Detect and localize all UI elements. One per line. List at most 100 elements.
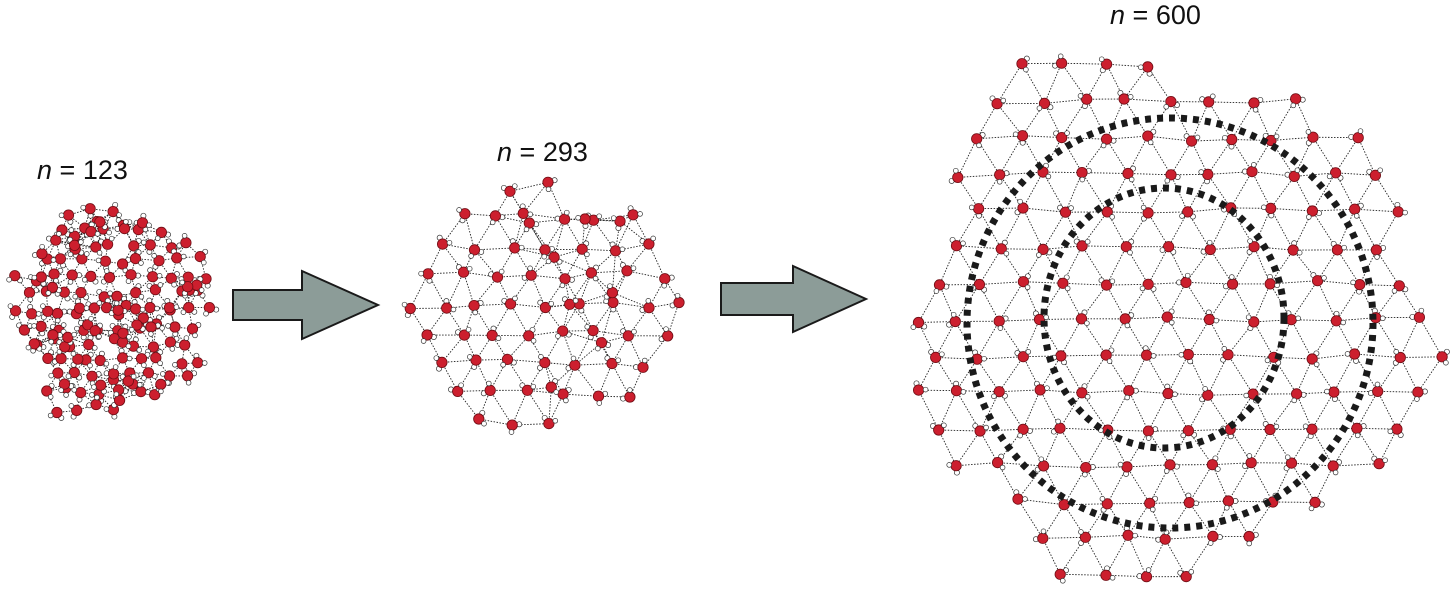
hydrogen-atom <box>1109 575 1116 581</box>
oxygen-atom <box>624 391 636 403</box>
hydrogen-atom <box>1109 278 1116 284</box>
hydrogen-atom <box>603 298 609 304</box>
oxygen-atom <box>107 206 119 218</box>
hydrogen-bond <box>1081 172 1108 213</box>
hydrogen-atom <box>1294 167 1301 173</box>
hydrogen-atom <box>563 397 569 404</box>
hydrogen-bond <box>598 395 630 398</box>
oxygen-atom <box>135 353 148 365</box>
hydrogen-atom <box>1117 461 1124 468</box>
hydrogen-bond <box>1207 139 1233 175</box>
hydrogen-bond <box>1022 207 1044 250</box>
oxygen-atom <box>90 241 102 253</box>
oxygen-atom <box>1393 280 1405 292</box>
arrow-right-icon <box>720 264 869 334</box>
hydrogen-bond <box>1250 429 1271 463</box>
hydrogen-bond <box>1354 175 1376 210</box>
hydrogen-atom <box>541 253 547 260</box>
hydrogen-bond <box>1059 427 1087 468</box>
hydrogen-bond <box>1126 464 1171 468</box>
hydrogen-atom <box>148 331 154 337</box>
n-symbol: n <box>37 155 53 185</box>
oxygen-atom <box>607 296 619 308</box>
oxygen-atom <box>1142 130 1154 142</box>
oxygen-atom <box>82 319 94 331</box>
oxygen-atom <box>1012 493 1024 505</box>
oxygen-atom <box>436 356 448 368</box>
hydrogen-atom <box>68 403 75 409</box>
oxygen-atom <box>1351 422 1363 434</box>
hydrogen-bond <box>938 429 981 432</box>
hydrogen-bond <box>1230 171 1253 209</box>
oxygen-atom <box>111 290 123 302</box>
oxygen-atom <box>436 238 449 250</box>
hydrogen-atom <box>160 371 166 377</box>
oxygen-atom <box>452 385 464 397</box>
oxygen-atom <box>9 270 21 282</box>
hydrogen-atom <box>70 351 77 357</box>
hydrogen-bond <box>1270 208 1294 251</box>
oxygen-atom <box>1101 206 1113 218</box>
oxygen-atom <box>1101 279 1113 291</box>
hydrogen-atom <box>1138 64 1144 70</box>
oxygen-atom <box>1248 316 1260 328</box>
hydrogen-bond <box>615 243 649 252</box>
hydrogen-bond <box>612 301 650 309</box>
hydrogen-atom <box>95 257 102 264</box>
hydrogen-bond <box>1081 390 1129 394</box>
hydrogen-bond <box>1208 101 1255 104</box>
oxygen-atom <box>457 266 470 278</box>
hydrogen-bond <box>1082 245 1127 248</box>
hydrogen-atom <box>165 323 171 329</box>
hydrogen-bond <box>562 303 580 332</box>
oxygen-atom <box>1141 349 1153 361</box>
n-symbol: n <box>497 137 513 167</box>
hydrogen-atom <box>1106 358 1113 364</box>
hydrogen-bond <box>996 103 1023 136</box>
hydrogen-atom <box>1264 357 1271 364</box>
hydrogen-atom <box>84 251 90 257</box>
oxygen-atom <box>1056 57 1068 69</box>
hydrogen-bond <box>36 280 47 292</box>
oxygen-atom <box>1288 170 1300 182</box>
oxygen-atom <box>36 248 48 260</box>
equals-sign: = <box>52 155 83 185</box>
oxygen-atom <box>523 330 535 342</box>
hydrogen-atom <box>27 296 33 303</box>
oxygen-atom <box>517 207 529 219</box>
hydrogen-atom <box>512 183 518 189</box>
shell-rings <box>963 114 1377 532</box>
hydrogen-bond <box>1127 535 1147 577</box>
hydrogen-bond <box>1042 538 1061 575</box>
hydrogen-bond <box>611 335 629 364</box>
hydrogen-atom <box>140 239 147 246</box>
hydrogen-atom <box>1194 134 1201 141</box>
oxygen-atom <box>1118 93 1130 105</box>
hydrogen-bond <box>1270 136 1314 141</box>
oxygen-atom <box>1016 58 1028 70</box>
hydrogen-atom <box>1060 578 1066 584</box>
oxygen-atom <box>28 338 40 350</box>
oxygen-atom <box>1349 203 1361 215</box>
hydrogen-atom <box>1193 500 1200 507</box>
hydrogen-bond <box>1063 504 1086 538</box>
hydrogen-bond <box>955 430 981 466</box>
hydrogen-atom <box>154 305 160 312</box>
hydrogen-bond <box>463 305 475 336</box>
hydrogen-bond <box>1166 282 1187 318</box>
hydrogen-bond <box>528 222 546 251</box>
oxygen-atom <box>1054 568 1066 580</box>
hydrogen-bond <box>478 418 513 426</box>
oxygen-atom <box>1017 423 1029 435</box>
oxygen-atom <box>585 267 598 279</box>
oxygen-atom <box>1121 461 1133 473</box>
hydrogen-bond <box>1023 281 1063 284</box>
oxygen-atom <box>179 339 191 351</box>
hydrogen-bond <box>980 428 1024 432</box>
hydrogen-atom <box>40 303 46 309</box>
hydrogen-bond <box>1357 137 1376 176</box>
hydrogen-atom <box>1215 466 1221 472</box>
oxygen-atom <box>974 425 986 437</box>
oxygen-atom <box>576 243 588 255</box>
oxygen-atom <box>83 338 95 351</box>
